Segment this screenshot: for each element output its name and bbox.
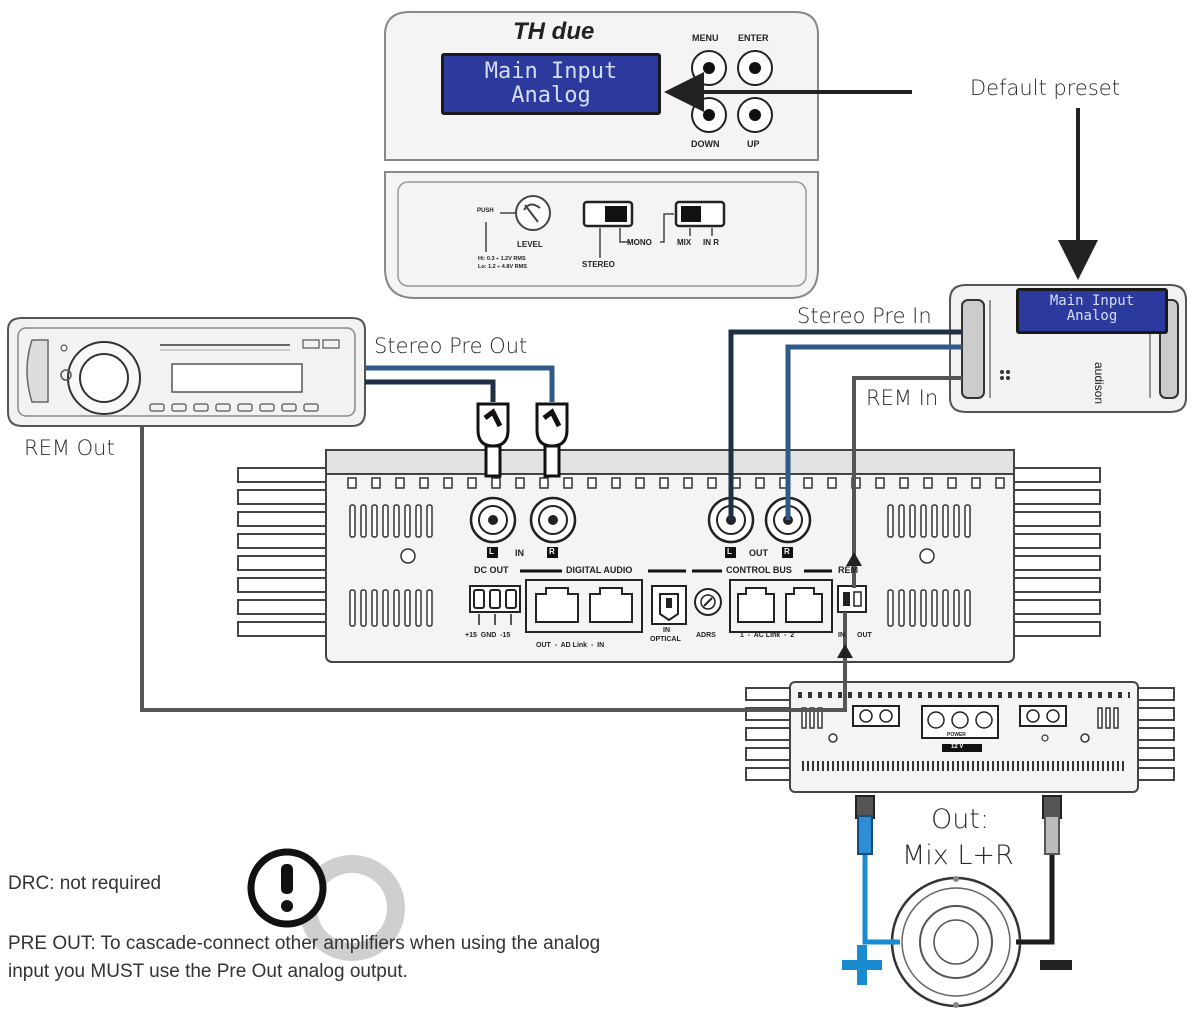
out-label: Out: <box>931 804 990 835</box>
dc-out-label: DC OUT <box>474 565 509 575</box>
in-r-label: IN R <box>703 238 719 247</box>
th-due-remote <box>384 11 819 299</box>
pre-out-note-line2: input you MUST use the Pre Out analog ou… <box>8 961 408 982</box>
dc-pins-label: +15 GND -15 <box>465 632 511 639</box>
speaker-wire-positive <box>862 850 900 945</box>
stereo-pre-in-cables <box>728 329 962 520</box>
th-due-lcd-screen: Main Input Analog <box>441 53 661 115</box>
menu-button-knob[interactable] <box>691 50 727 86</box>
rem-out-terminal-label: OUT <box>857 632 872 639</box>
hi-range-label: Hi: 0.3 ÷ 1.2V RMS <box>478 256 526 262</box>
digital-audio-label: DIGITAL AUDIO <box>566 565 633 575</box>
mix-label: MIX <box>677 238 692 247</box>
out-l-label: L <box>727 547 732 556</box>
menu-button-label: MENU <box>692 33 719 43</box>
ac-link-label: 1 - AC Link - 2 <box>740 632 795 639</box>
mono-label: MONO <box>627 238 652 247</box>
enter-button-label: ENTER <box>738 33 769 43</box>
rem-out-cable <box>140 426 847 712</box>
out-text-label: OUT <box>749 548 768 558</box>
default-preset-label: Default preset <box>970 76 1120 100</box>
speaker-wire-negative <box>1016 850 1055 945</box>
stereo-pre-in-label: Stereo Pre In <box>797 304 932 328</box>
level-label: LEVEL <box>517 240 543 249</box>
minus-sign-icon <box>1040 960 1072 970</box>
ad-link-label: OUT - AD Link - IN <box>536 642 605 649</box>
rca-in-r-jack[interactable] <box>529 496 577 544</box>
drc-brand-logo: audison <box>1092 362 1106 405</box>
pre-out-note-line1: PRE OUT: To cascade-connect other amplif… <box>8 933 601 954</box>
down-button-knob[interactable] <box>691 97 727 133</box>
plus-sign-icon <box>842 945 882 985</box>
enter-button-knob[interactable] <box>737 50 773 86</box>
optical-in-label: IN <box>663 627 670 634</box>
optical-in-port[interactable] <box>651 585 687 625</box>
adrs-rotary-switch[interactable] <box>694 588 722 616</box>
optical-label: OPTICAL <box>650 636 681 643</box>
small-amp-12v-label: 12 V <box>951 744 964 750</box>
ad-link-out-port[interactable] <box>535 587 579 623</box>
down-button-label: DOWN <box>691 139 720 149</box>
rem-in-cable <box>852 376 962 588</box>
small-amp-power-label: POWER <box>947 732 966 738</box>
rca-in-l-jack[interactable] <box>469 496 517 544</box>
ac-link-2-port[interactable] <box>785 587 823 623</box>
drc-lcd-line1: Main Input <box>1049 293 1135 309</box>
drc-note: DRC: not required <box>8 873 162 894</box>
rem-section-label: REM <box>838 565 858 575</box>
warning-exclamation-icon <box>247 848 405 961</box>
slave-amplifier <box>745 681 1175 793</box>
rca-plug-r <box>535 402 569 478</box>
rem-in-terminal-label: IN <box>838 632 845 639</box>
rca-plug-l <box>476 402 510 478</box>
in-label: IN <box>515 548 524 558</box>
th-due-lcd-line2: Analog <box>511 83 591 108</box>
control-bus-label: CONTROL BUS <box>726 565 792 575</box>
positive-wire-terminal <box>855 795 875 855</box>
main-amplifier <box>237 449 1101 663</box>
stereo-pre-out-cables <box>365 365 555 402</box>
stereo-label: STEREO <box>582 260 615 269</box>
out-r-label: R <box>784 547 790 556</box>
adrs-label: ADRS <box>696 632 716 639</box>
rem-in-label: REM In <box>866 386 939 410</box>
push-label: PUSH <box>477 208 494 214</box>
in-l-label: L <box>489 547 494 556</box>
mix-lr-label: Mix L+R <box>902 840 1014 871</box>
drc-lcd-line2: Analog <box>1066 308 1118 324</box>
th-due-title: TH due <box>513 18 595 45</box>
lo-range-label: Lo: 1.2 ÷ 4.8V RMS <box>478 264 527 270</box>
up-button-knob[interactable] <box>737 97 773 133</box>
negative-wire-terminal <box>1042 795 1062 855</box>
stereo-pre-out-label: Stereo Pre Out <box>374 334 528 358</box>
ad-link-in-port[interactable] <box>589 587 633 623</box>
up-button-label: UP <box>747 139 760 149</box>
head-unit <box>7 317 366 427</box>
drc-lcd-screen: Main Input Analog <box>1016 288 1168 334</box>
rem-terminal[interactable] <box>837 585 867 613</box>
rem-out-label: REM Out <box>24 436 115 460</box>
th-due-lcd-line1: Main Input <box>484 59 618 84</box>
in-r-box-label: R <box>549 547 555 556</box>
speaker <box>890 876 1022 1008</box>
level-knob-icon <box>515 195 551 231</box>
ac-link-1-port[interactable] <box>737 587 775 623</box>
